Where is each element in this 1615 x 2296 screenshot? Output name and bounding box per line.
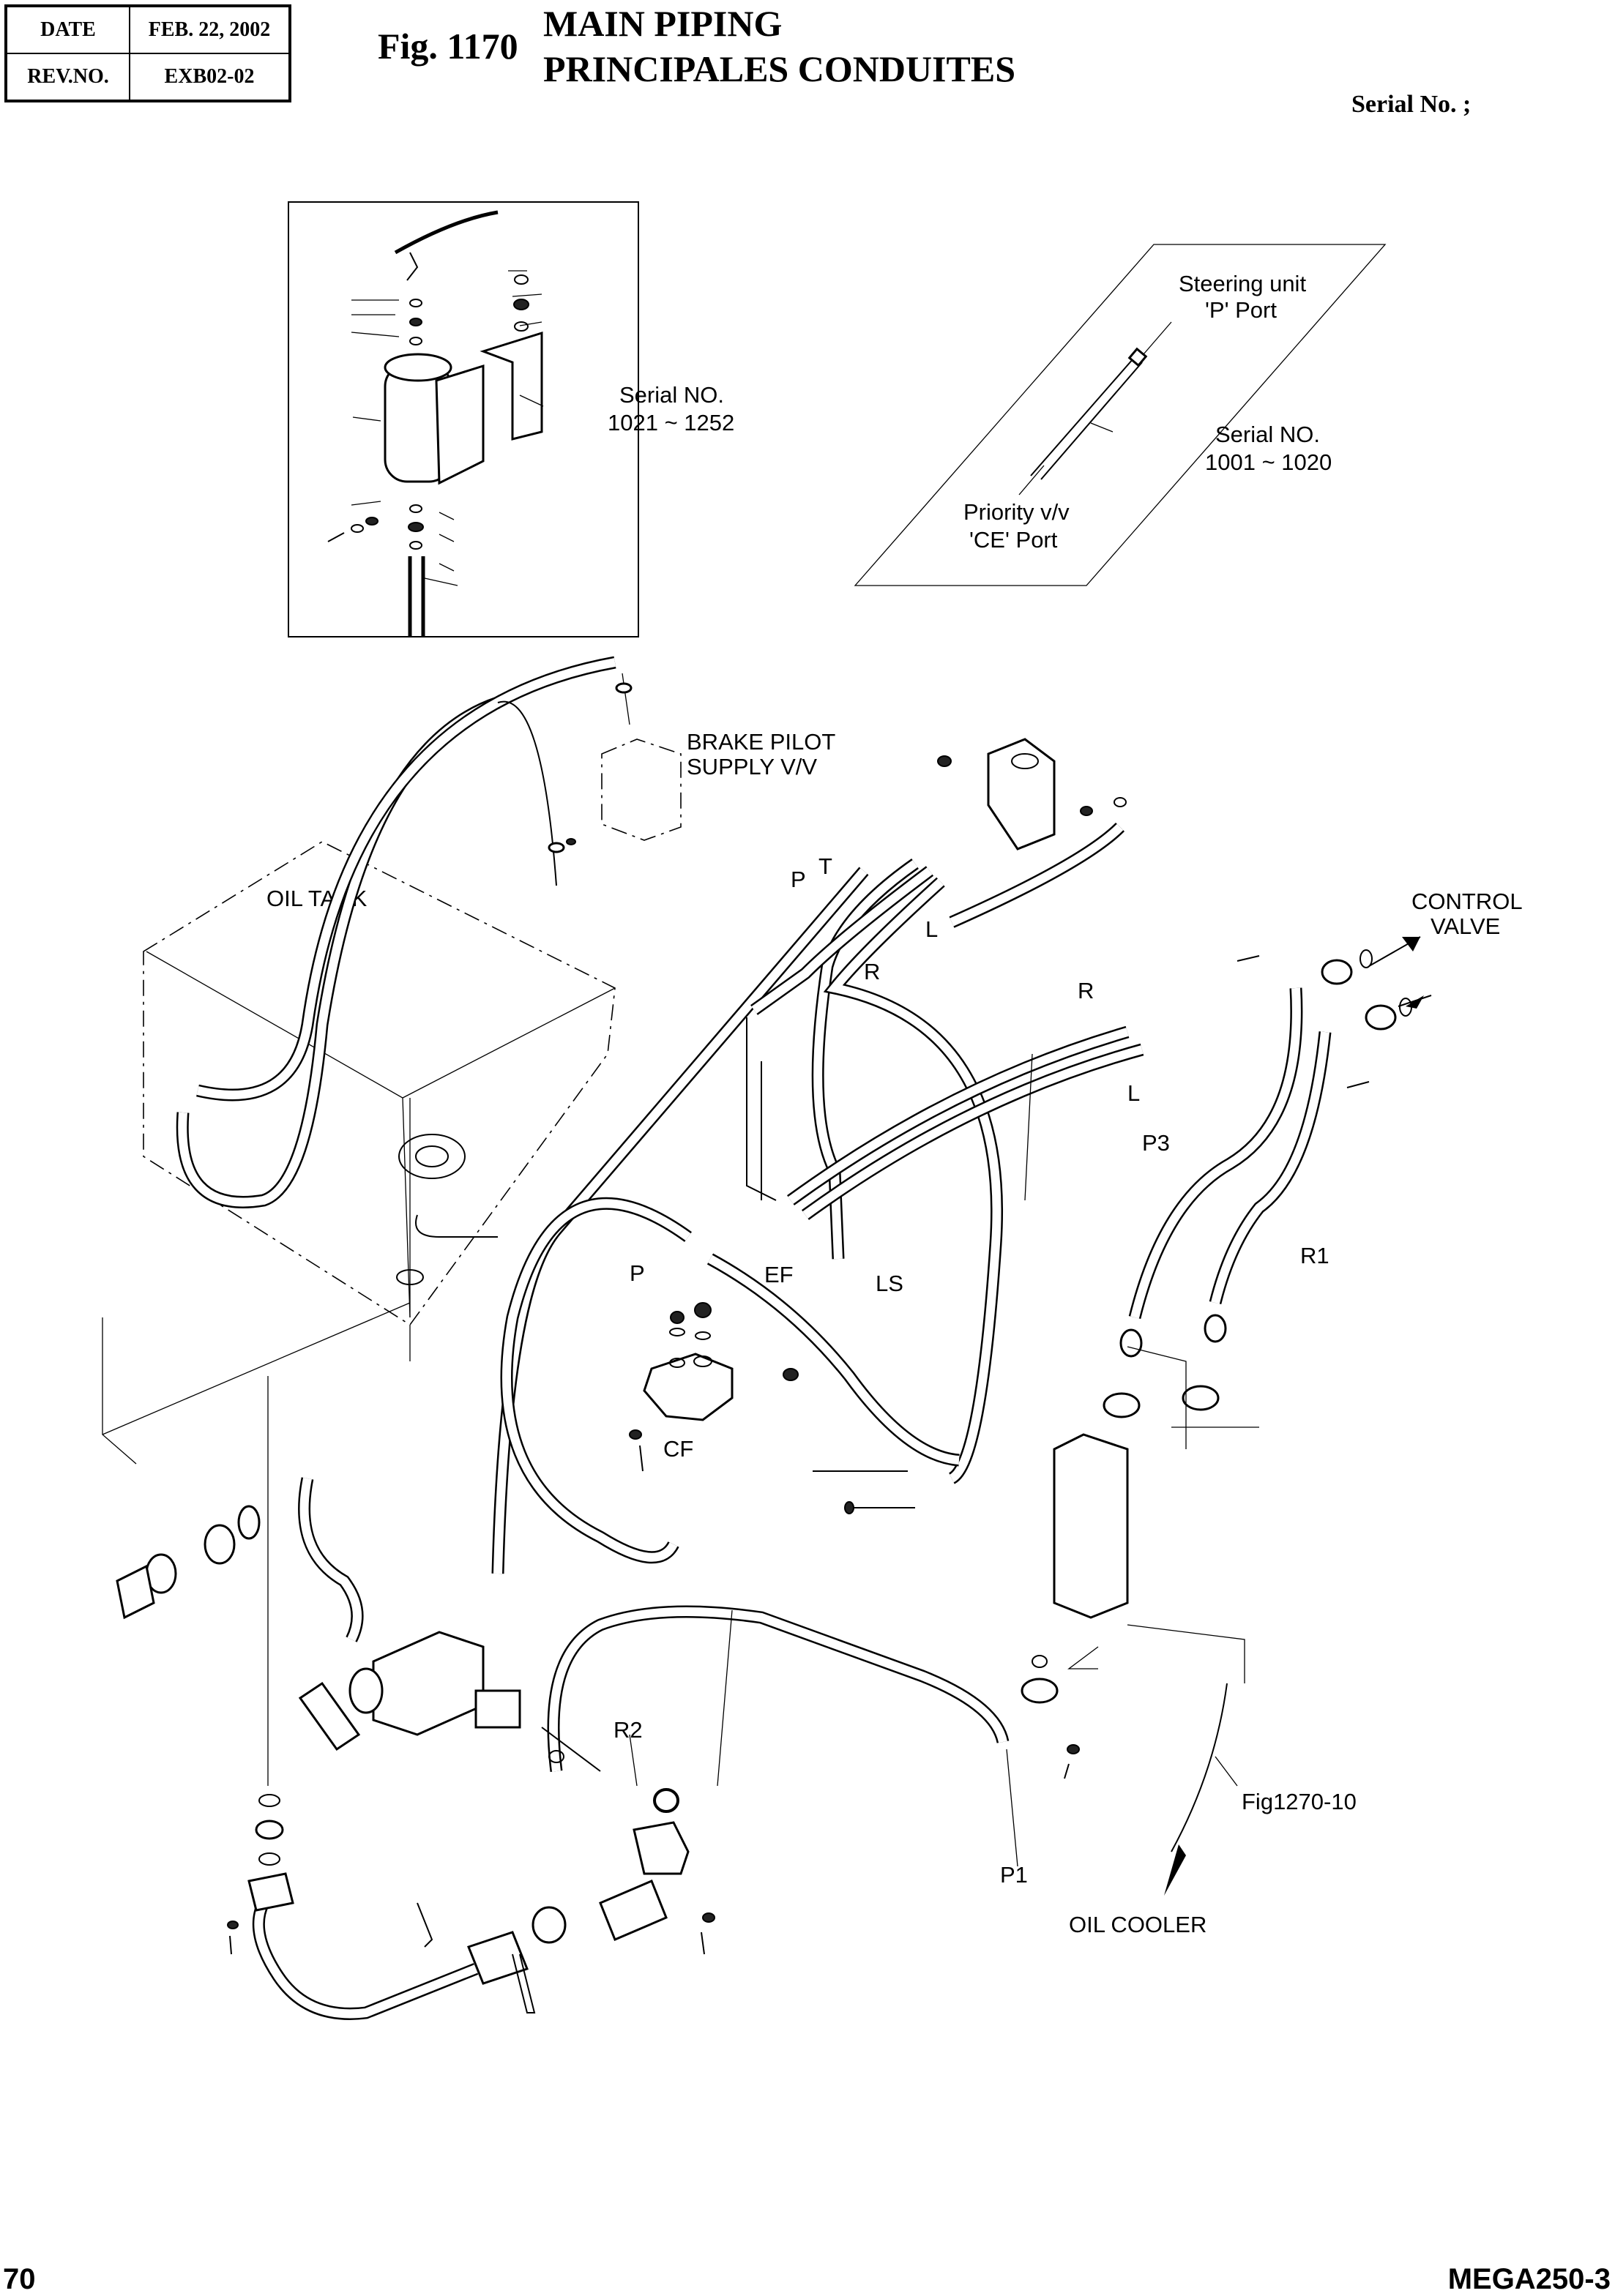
date-value: FEB. 22, 2002 (129, 5, 291, 54)
steering-pipe-upper (1030, 358, 1134, 476)
rev-label: REV.NO. (5, 53, 130, 102)
p-port-label: 'P' Port (1205, 297, 1277, 323)
steering-inset: Steering unit 'P' Port Serial NO. 1001 ~… (854, 244, 1387, 586)
figure-number: Fig. 1170 (378, 26, 518, 67)
hose-l-right (802, 1043, 1144, 1220)
title-french: PRINCIPALES CONDUITES (543, 48, 1016, 89)
suction-pipe-upper (298, 1477, 364, 1642)
rev-value: EXB02-02 (129, 53, 291, 102)
port-cf-label: CF (663, 1436, 693, 1462)
filter-bracket (435, 364, 485, 485)
oil-cooler-label: OIL COOLER (1069, 1912, 1206, 1937)
hose-t-label: T (818, 853, 832, 879)
control-valve-label-2: VALVE (1431, 913, 1500, 939)
brake-pilot-label-1: BRAKE PILOT (687, 729, 835, 755)
title-english: MAIN PIPING (543, 3, 783, 44)
date-label: DATE (5, 5, 130, 54)
filter-inlet-hose (394, 210, 499, 255)
port-ef-label: EF (764, 1262, 794, 1287)
oil-cooler-hose (1171, 1683, 1228, 1852)
hose-r-right-label: R (1078, 978, 1094, 1003)
hose-l-right-label: L (1127, 1080, 1140, 1106)
filter-serial-line2: 1021 ~ 1252 (608, 410, 734, 435)
priority-valve (629, 1302, 799, 1472)
hose-p1-label: P1 (1000, 1862, 1028, 1888)
brake-pilot-label-2: SUPPLY V/V (687, 754, 817, 779)
steering-serial-line2: 1001 ~ 1020 (1205, 449, 1332, 475)
distribution-block (813, 1385, 1220, 1779)
fig-ref-label: Fig1270-10 (1242, 1789, 1357, 1814)
oil-tank-outline (143, 841, 616, 1326)
steering-serial-line1: Serial NO. (1215, 422, 1320, 447)
port-ls-label: LS (876, 1271, 903, 1296)
hose-r2-label: R2 (613, 1717, 643, 1743)
filter-inset: Serial NO. 1021 ~ 1252 (288, 201, 734, 637)
hose-l-label: L (925, 916, 938, 942)
steering-pipe-lower (1040, 362, 1143, 480)
revision-table: DATE FEB. 22, 2002 REV.NO. EXB02-02 (4, 4, 291, 102)
hose-r1-label: R1 (1300, 1243, 1329, 1268)
filter-inset-frame (288, 201, 639, 637)
priority-valve-label: Priority v/v (963, 499, 1070, 525)
filter-outlet-hose (408, 556, 425, 637)
page-number: 70 (3, 2263, 36, 2295)
hose-p3-label: P3 (1142, 1130, 1170, 1156)
brake-pilot-valve: BRAKE PILOT SUPPLY V/V (548, 673, 835, 853)
control-valve-label-1: CONTROL (1411, 889, 1523, 914)
serial-number-label: Serial No. ; (1351, 91, 1472, 118)
hose-p1 (547, 1605, 1010, 1773)
r2-outlet-pipe (599, 1880, 668, 1941)
filter-serial-line1: Serial NO. (619, 382, 724, 408)
steering-unit (937, 738, 1127, 850)
hydraulic-pump (116, 1477, 521, 1751)
hose-p-label: P (791, 867, 806, 892)
port-p-label: P (630, 1260, 645, 1286)
ce-port-label: 'CE' Port (969, 527, 1058, 553)
steering-unit-label: Steering unit (1179, 271, 1306, 296)
hose-r-label: R (864, 959, 880, 984)
model-number: MEGA250-3 (1447, 2263, 1611, 2295)
steering-inset-frame (854, 244, 1387, 586)
